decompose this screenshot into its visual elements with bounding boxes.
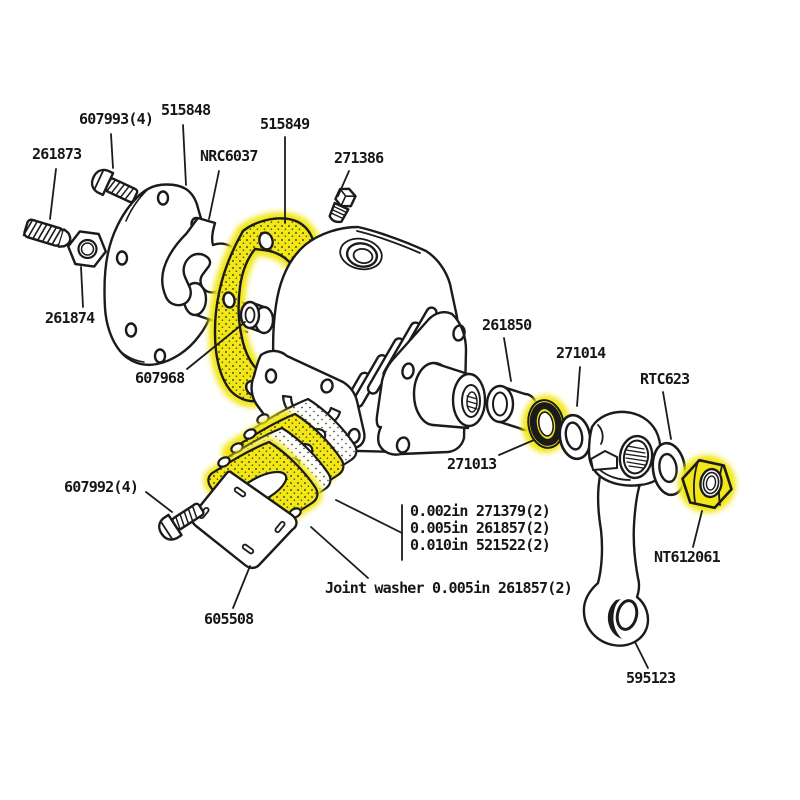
- leader-lines: [49, 124, 703, 669]
- plug-271386-drawing: [328, 187, 357, 224]
- label-515848: 515848: [161, 101, 211, 119]
- nut-nt612061-drawing: [678, 455, 736, 513]
- label-joint-washer: Joint washer 0.005in 261857(2): [325, 579, 573, 597]
- bolt-607992-drawing: [158, 502, 205, 541]
- label-nt612061: NT612061: [654, 548, 721, 566]
- label-605508: 605508: [204, 610, 254, 628]
- label-shim-option-1: 0.002in 271379(2): [410, 502, 551, 520]
- label-rtc623: RTC623: [640, 370, 690, 388]
- drop-arm-595123-drawing: [582, 410, 668, 647]
- label-607968: 607968: [135, 369, 185, 387]
- cover-plate-515848-drawing: [103, 183, 218, 366]
- output-boss: [412, 361, 487, 430]
- label-nrc6037: NRC6037: [200, 147, 258, 165]
- label-shim-option-3: 0.010in 521522(2): [410, 536, 551, 554]
- label-271386: 271386: [334, 149, 384, 167]
- stud-261873-drawing: [22, 218, 72, 248]
- label-271014: 271014: [556, 344, 606, 362]
- label-607992: 607992(4): [64, 478, 139, 496]
- washer-271014-drawing: [558, 413, 592, 461]
- label-261874: 261874: [45, 309, 95, 327]
- steering-box-housing-drawing: [250, 225, 487, 456]
- label-261873: 261873: [32, 145, 82, 163]
- label-261850: 261850: [482, 316, 532, 334]
- label-515849: 515849: [260, 115, 310, 133]
- label-595123: 595123: [626, 669, 676, 687]
- bolt-607993-drawing: [90, 168, 139, 204]
- nut-261874-drawing: [67, 230, 107, 268]
- label-271013: 271013: [447, 455, 497, 473]
- label-607993: 607993(4): [79, 110, 154, 128]
- label-shim-option-2: 0.005in 261857(2): [410, 519, 551, 537]
